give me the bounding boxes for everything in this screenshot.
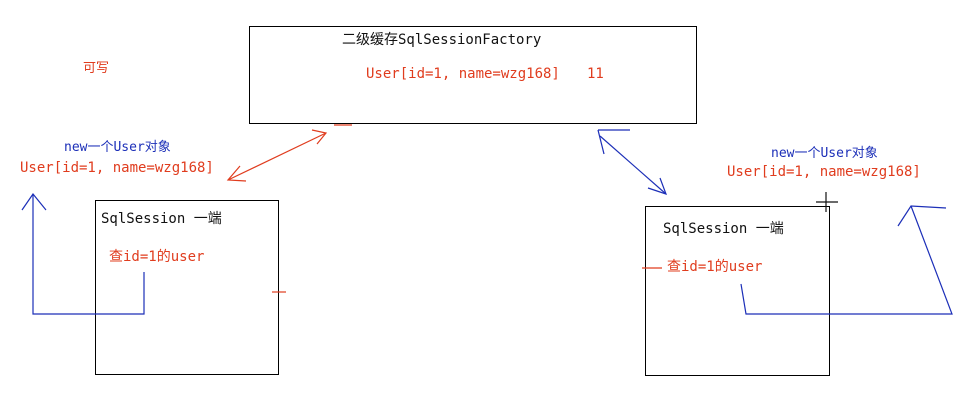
left-query-label: 查id=1的user <box>109 249 205 265</box>
right-session-title: SqlSession 一端 <box>663 221 784 237</box>
factory-title: 二级缓存SqlSessionFactory <box>342 32 542 48</box>
right-new-user-label: new一个User对象 <box>771 146 878 161</box>
left-session-title: SqlSession 一端 <box>101 211 222 227</box>
right-loop-arrow <box>740 205 953 315</box>
right-session-box <box>645 206 830 376</box>
crosshair-cursor <box>816 192 838 212</box>
left-user-value: User[id=1, name=wzg168] <box>20 160 214 176</box>
left-new-user-label: new一个User对象 <box>64 140 171 155</box>
right-factory-arrow <box>597 129 668 195</box>
left-session-box <box>95 200 279 375</box>
right-user-value: User[id=1, name=wzg168] <box>727 164 921 180</box>
left-double-arrow <box>226 129 328 182</box>
left-loop-arrow <box>21 192 145 315</box>
writable-label: 可写 <box>83 61 110 76</box>
factory-cached-user: User[id=1, name=wzg168] <box>366 66 560 82</box>
factory-box <box>249 26 697 124</box>
factory-count: 11 <box>587 66 604 82</box>
right-query-label: 查id=1的user <box>667 259 763 275</box>
